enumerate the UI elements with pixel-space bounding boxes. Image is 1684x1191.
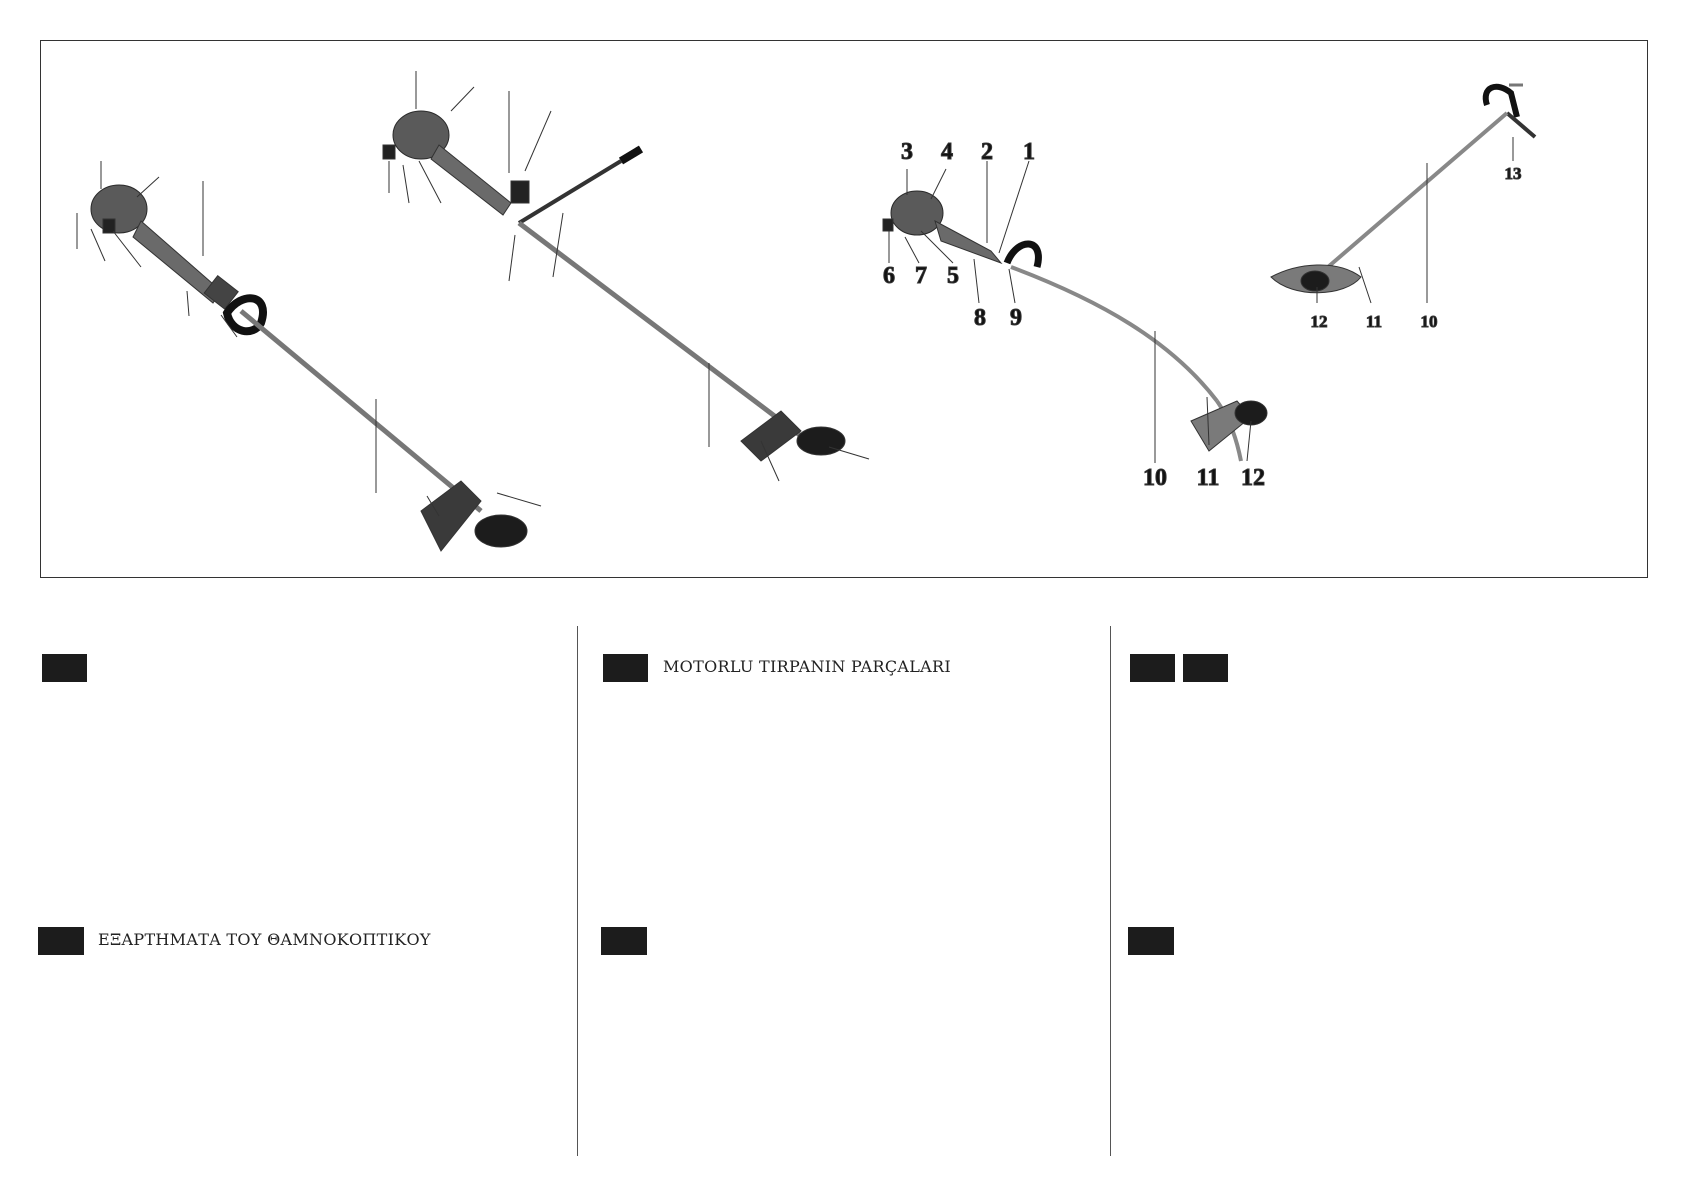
language-badge-col1-top — [42, 654, 87, 682]
column-divider-2 — [1110, 626, 1111, 1156]
brushcutter-c: 3 4 2 1 6 7 5 8 9 10 11 12 — [882, 139, 1268, 492]
label-2: 2 — [981, 139, 993, 165]
label-12: 12 — [1241, 465, 1265, 491]
label-7: 7 — [915, 263, 927, 289]
label-10: 10 — [1143, 465, 1167, 491]
language-badge-col3-top-b — [1183, 654, 1228, 682]
heading-gr-parts: ΕΞΑΡΤΗΜΑΤΑ ΤΟΥ ΘΑΜΝΟΚΟΠΤΙΚΟΥ — [98, 930, 431, 949]
label-13-small: 13 — [1505, 164, 1522, 183]
language-badge-gr — [38, 927, 84, 955]
label-3: 3 — [901, 139, 913, 165]
brushcutter-d: 13 12 11 10 — [1270, 83, 1537, 332]
label-5: 5 — [947, 263, 959, 289]
label-11-small: 11 — [1366, 312, 1382, 331]
label-6: 6 — [883, 263, 895, 289]
brushcutter-parts-illustration: 3 4 2 1 6 7 5 8 9 10 11 12 13 12 — [76, 71, 1537, 552]
brushcutter-b — [382, 71, 870, 482]
label-9: 9 — [1010, 305, 1022, 331]
language-badge-col3-top-a — [1130, 654, 1175, 682]
figure-frame: 3 4 2 1 6 7 5 8 9 10 11 12 13 12 — [40, 40, 1648, 578]
label-1: 1 — [1023, 139, 1035, 165]
heading-tr-parts: MOTORLU TIRPANIN PARÇALARI — [663, 657, 951, 676]
language-badge-tr — [603, 654, 648, 682]
label-11: 11 — [1197, 465, 1220, 491]
label-12-small: 12 — [1311, 312, 1328, 331]
label-8: 8 — [974, 305, 986, 331]
column-divider-1 — [577, 626, 578, 1156]
language-badge-col3-bottom — [1128, 927, 1174, 955]
language-badge-col2-bottom — [601, 927, 647, 955]
brushcutter-a — [76, 161, 542, 552]
label-10-small: 10 — [1421, 312, 1438, 331]
label-4: 4 — [941, 139, 953, 165]
